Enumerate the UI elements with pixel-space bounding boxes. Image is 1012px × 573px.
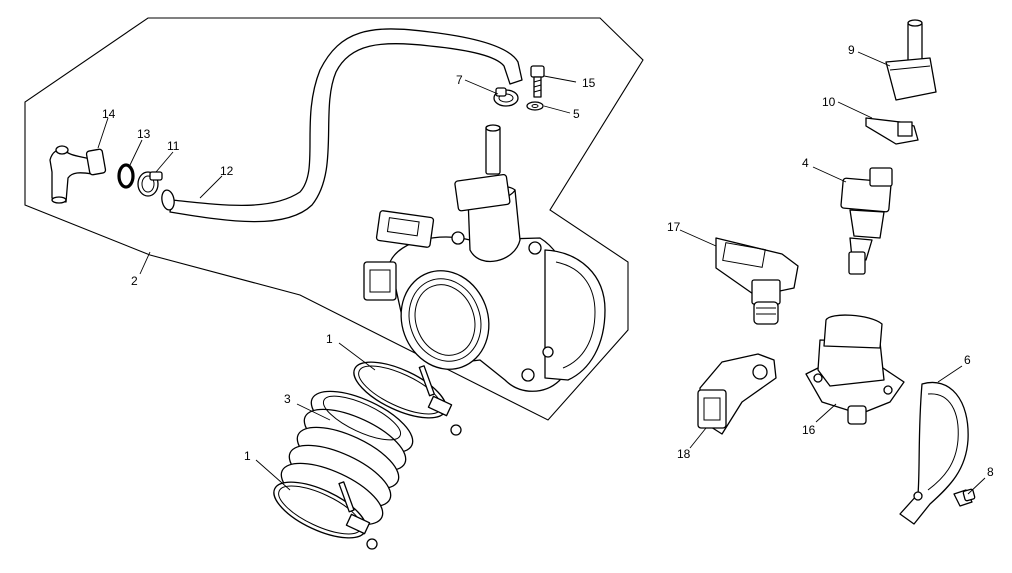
callout-13: 13: [137, 127, 151, 141]
part-17-sensor: [715, 237, 799, 325]
leader-lines: [97, 51, 986, 495]
callout-4: 4: [802, 156, 809, 170]
part-6-cover: [899, 381, 969, 525]
part-5-washer: [526, 101, 544, 111]
callout-labels: 1 1 2 3 4 5 6 7 8 9 10 11 12 13 14 15 16…: [102, 43, 994, 479]
part-1-upper-band-clamp: [353, 361, 462, 436]
callout-17: 17: [667, 220, 681, 234]
callout-12: 12: [220, 164, 234, 178]
part-7-hose-clamp: [493, 87, 519, 107]
assembly-group-boundary: [24, 17, 644, 421]
part-14-elbow-fitting: [49, 145, 107, 204]
part-13-o-ring: [117, 163, 135, 189]
callout-1-lower: 1: [244, 449, 251, 463]
callout-14: 14: [102, 107, 116, 121]
part-8-screw: [953, 488, 976, 507]
part-1-lower-band-clamp: [273, 481, 378, 550]
callout-15: 15: [582, 76, 596, 90]
callout-8: 8: [987, 465, 994, 479]
callout-6: 6: [964, 353, 971, 367]
part-4-injector: [840, 167, 893, 275]
callout-16: 16: [802, 423, 816, 437]
callout-2: 2: [131, 274, 138, 288]
callout-10: 10: [822, 95, 836, 109]
callout-3: 3: [284, 392, 291, 406]
throttle-body: [363, 124, 606, 392]
callout-1-upper: 1: [326, 332, 333, 346]
callout-11: 11: [167, 139, 180, 153]
callout-5: 5: [573, 107, 580, 121]
part-10-bracket: [865, 117, 919, 145]
callout-7: 7: [456, 73, 463, 87]
part-15-screw: [530, 65, 545, 98]
callout-9: 9: [848, 43, 855, 57]
part-16-idle-valve: [805, 314, 905, 425]
part-11-hose-clamp: [137, 171, 163, 197]
part-18-tps-sensor: [697, 353, 777, 435]
part-9-sensor: [885, 19, 937, 101]
callout-18: 18: [677, 447, 691, 461]
part-12-vent-hose: [161, 28, 523, 223]
